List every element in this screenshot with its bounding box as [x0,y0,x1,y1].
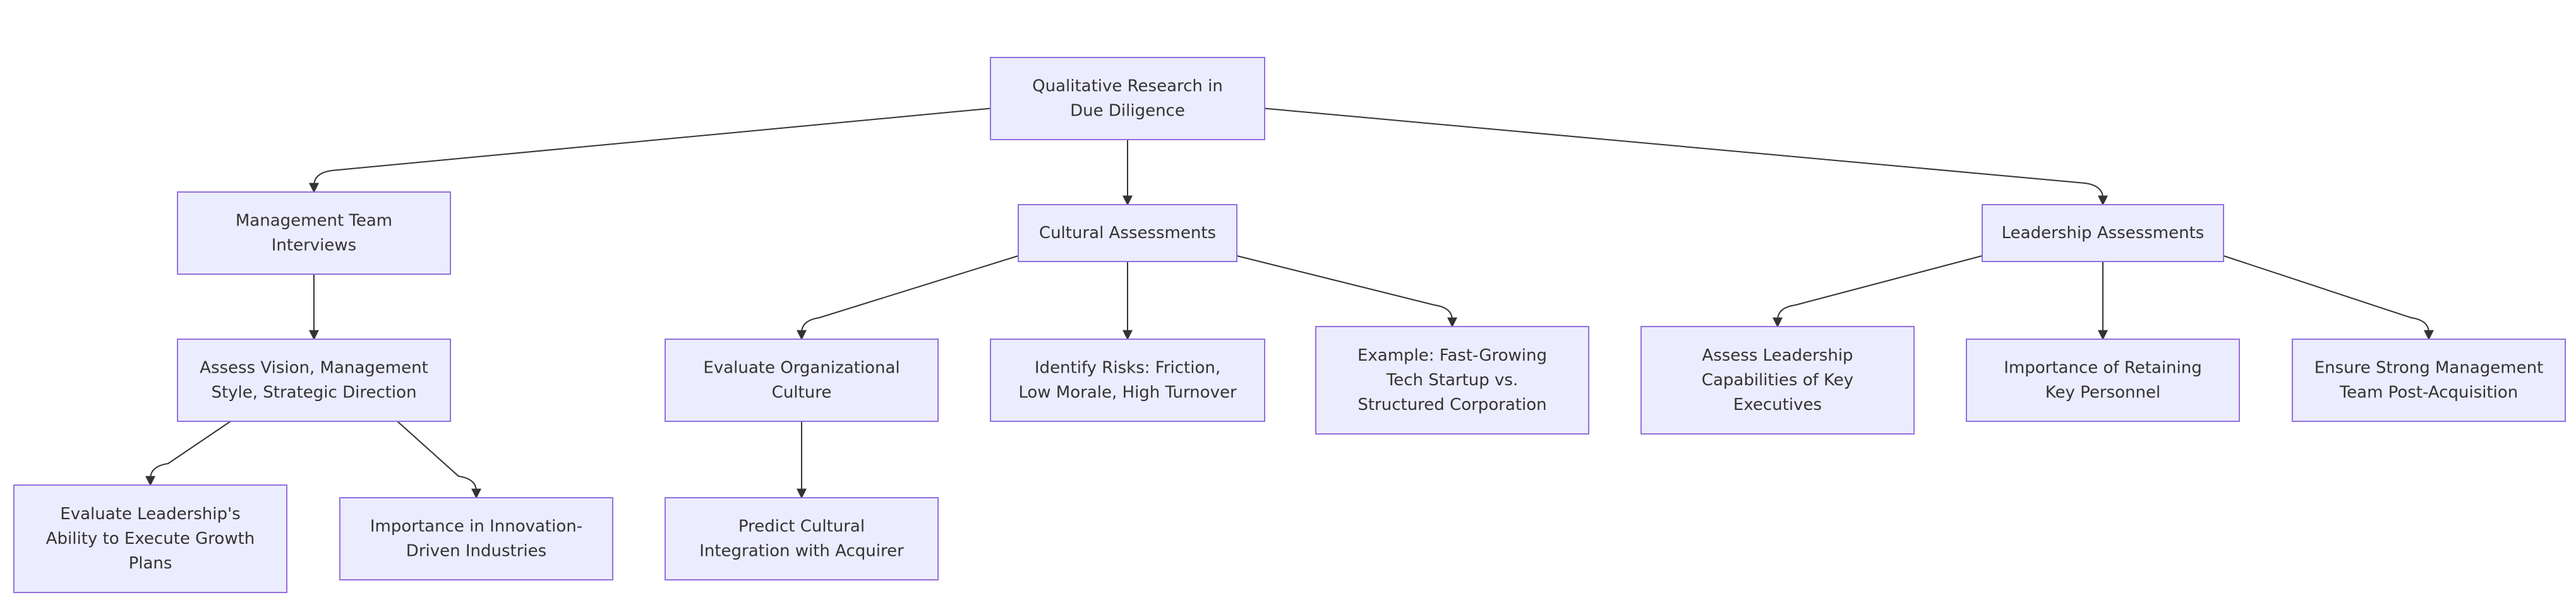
node-label-line: Structured Corporation [1357,395,1546,414]
node-box [177,339,451,422]
edge-culture-to-example [1236,255,1457,328]
node-label-line: Qualitative Research in [1032,77,1223,96]
node-label-line: Management Team [236,212,392,231]
node-leader: Leadership Assessments [1982,204,2224,262]
node-box [177,191,451,275]
edge-root-to-leader [1264,107,2108,206]
edge-root-to-mgmt [309,107,991,193]
node-box [990,339,1265,422]
node-label-line: Assess Vision, Management [200,359,428,378]
node-box [1315,326,1589,435]
node-label-line: Interviews [272,236,356,255]
node-box [2292,339,2566,422]
edge-vision-to-growth [145,421,231,486]
node-label-line: Identify Risks: Friction, [1035,359,1220,378]
edge-culture-to-evalOrg [797,255,1019,340]
node-box [990,57,1265,140]
node-label-line: Key Personnel [2045,383,2160,402]
node-label-line: Executives [1733,395,1822,414]
node-label-line: Evaluate Organizational [703,359,900,378]
node-label-line: Leadership Assessments [2002,224,2205,243]
node-box [1640,326,1915,435]
node-box [1982,204,2224,262]
node-label-line: Cultural Assessments [1039,224,1216,243]
node-culture: Cultural Assessments [1018,204,1237,262]
node-label-line: Plans [129,554,172,573]
node-root: Qualitative Research in Due Diligence [990,57,1265,140]
nodes-layer: Qualitative Research in Due DiligenceMana… [13,57,2566,593]
node-risks: Identify Risks: Friction, Low Morale, Hig… [990,339,1265,422]
node-label-line: Style, Strategic Direction [211,383,416,402]
node-label-line: Importance in Innovation- [370,517,582,536]
node-box [665,339,939,422]
node-label-line: Culture [772,383,832,402]
node-label-line: Assess Leadership [1702,346,1853,365]
node-label-line: Ensure Strong Management [2314,359,2544,378]
node-label-line: Tech Startup vs. [1386,371,1518,390]
node-box [1018,204,1237,262]
node-label-line: Low Morale, High Turnover [1018,383,1237,402]
edge-vision-to-innov [397,421,481,499]
node-label-line: Driven Industries [406,542,546,561]
node-label-line: Ability to Execute Growth [46,529,255,548]
node-box [665,497,939,580]
node-label-line: Example: Fast-Growing [1357,346,1547,365]
node-label-line: Team Post-Acquisition [2339,383,2519,402]
node-box [339,497,613,580]
node-label-line: Evaluate Leadership's [60,505,240,524]
node-innov: Importance in Innovation- Driven Industri… [339,497,613,580]
node-label-line: Capabilities of Key [1702,371,1853,390]
node-label-line: Predict Cultural [738,517,865,536]
edges-layer [145,107,2434,499]
edge-leader-to-ensure [2223,255,2434,340]
node-box [13,484,287,593]
node-label-line: Integration with Acquirer [699,542,904,561]
node-label-line: Due Diligence [1070,102,1185,121]
node-box [1966,339,2240,422]
node-label-line: Importance of Retaining [2004,359,2202,378]
edge-leader-to-assessLead [1773,255,1983,328]
